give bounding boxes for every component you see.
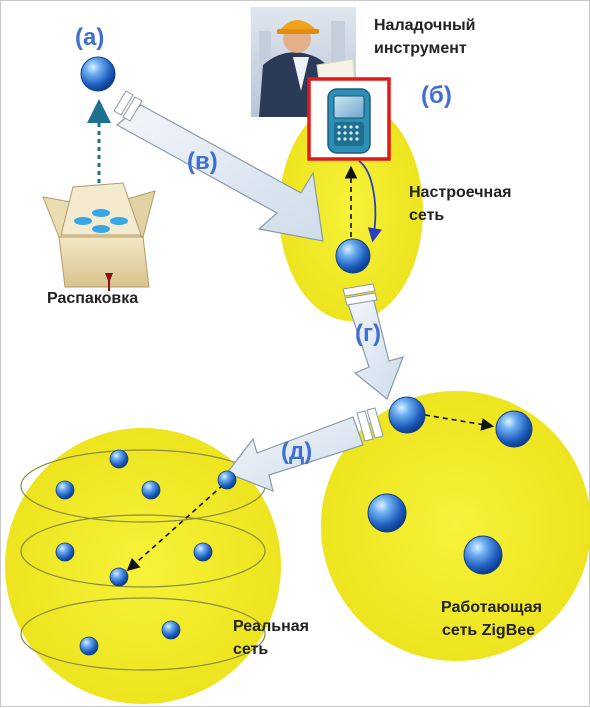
real-network-label-line2: сеть (233, 641, 268, 658)
real-node-2 (55, 480, 75, 500)
operating-node-2 (495, 410, 533, 448)
real-node-9 (79, 636, 99, 656)
arrow-step-v (113, 90, 324, 242)
step-label-d: (д) (281, 438, 312, 465)
step-label-g: (г) (355, 320, 381, 347)
mobile-phone-icon[interactable] (307, 77, 391, 161)
real-node-1 (109, 449, 129, 469)
real-node-5 (55, 542, 75, 562)
open-box-icon (42, 182, 156, 291)
layer-ellipse-bottom (20, 597, 266, 671)
arrow-step-g (342, 283, 404, 400)
real-node-4 (217, 470, 237, 490)
operating-label-line2: сеть ZigBee (442, 622, 535, 639)
real-network-zone (5, 428, 281, 704)
operating-node-1 (388, 396, 426, 434)
operating-node-4 (463, 535, 503, 575)
tool-label-line2: инструмент (374, 40, 467, 57)
real-node-3 (141, 480, 161, 500)
new-device-node (80, 56, 116, 92)
operating-network-zone (321, 391, 590, 661)
real-network-label-line1: Реальная (233, 618, 309, 635)
tool-label-line1: Наладочный (374, 17, 476, 34)
step-label-v: (в) (187, 148, 218, 175)
real-node-7 (109, 567, 129, 587)
real-network-link-arrow (126, 484, 224, 572)
tool-to-device-link (358, 160, 383, 243)
arrow-step-d (226, 407, 384, 492)
commissioning-label-line1: Настроечная (409, 184, 511, 201)
network-nodes (55, 56, 533, 656)
commissioning-device-node (335, 238, 371, 274)
layer-ellipse-middle (20, 514, 266, 588)
unpacking-label: Распаковка (47, 290, 138, 307)
operating-label-line1: Работающая (441, 599, 542, 616)
step-label-b: (б) (421, 82, 452, 109)
step-label-a: (а) (75, 24, 104, 51)
operating-node-3 (367, 493, 407, 533)
real-node-6 (193, 542, 213, 562)
real-node-8 (161, 620, 181, 640)
commissioning-label-line2: сеть (409, 207, 444, 224)
operating-link-arrow (424, 414, 495, 431)
